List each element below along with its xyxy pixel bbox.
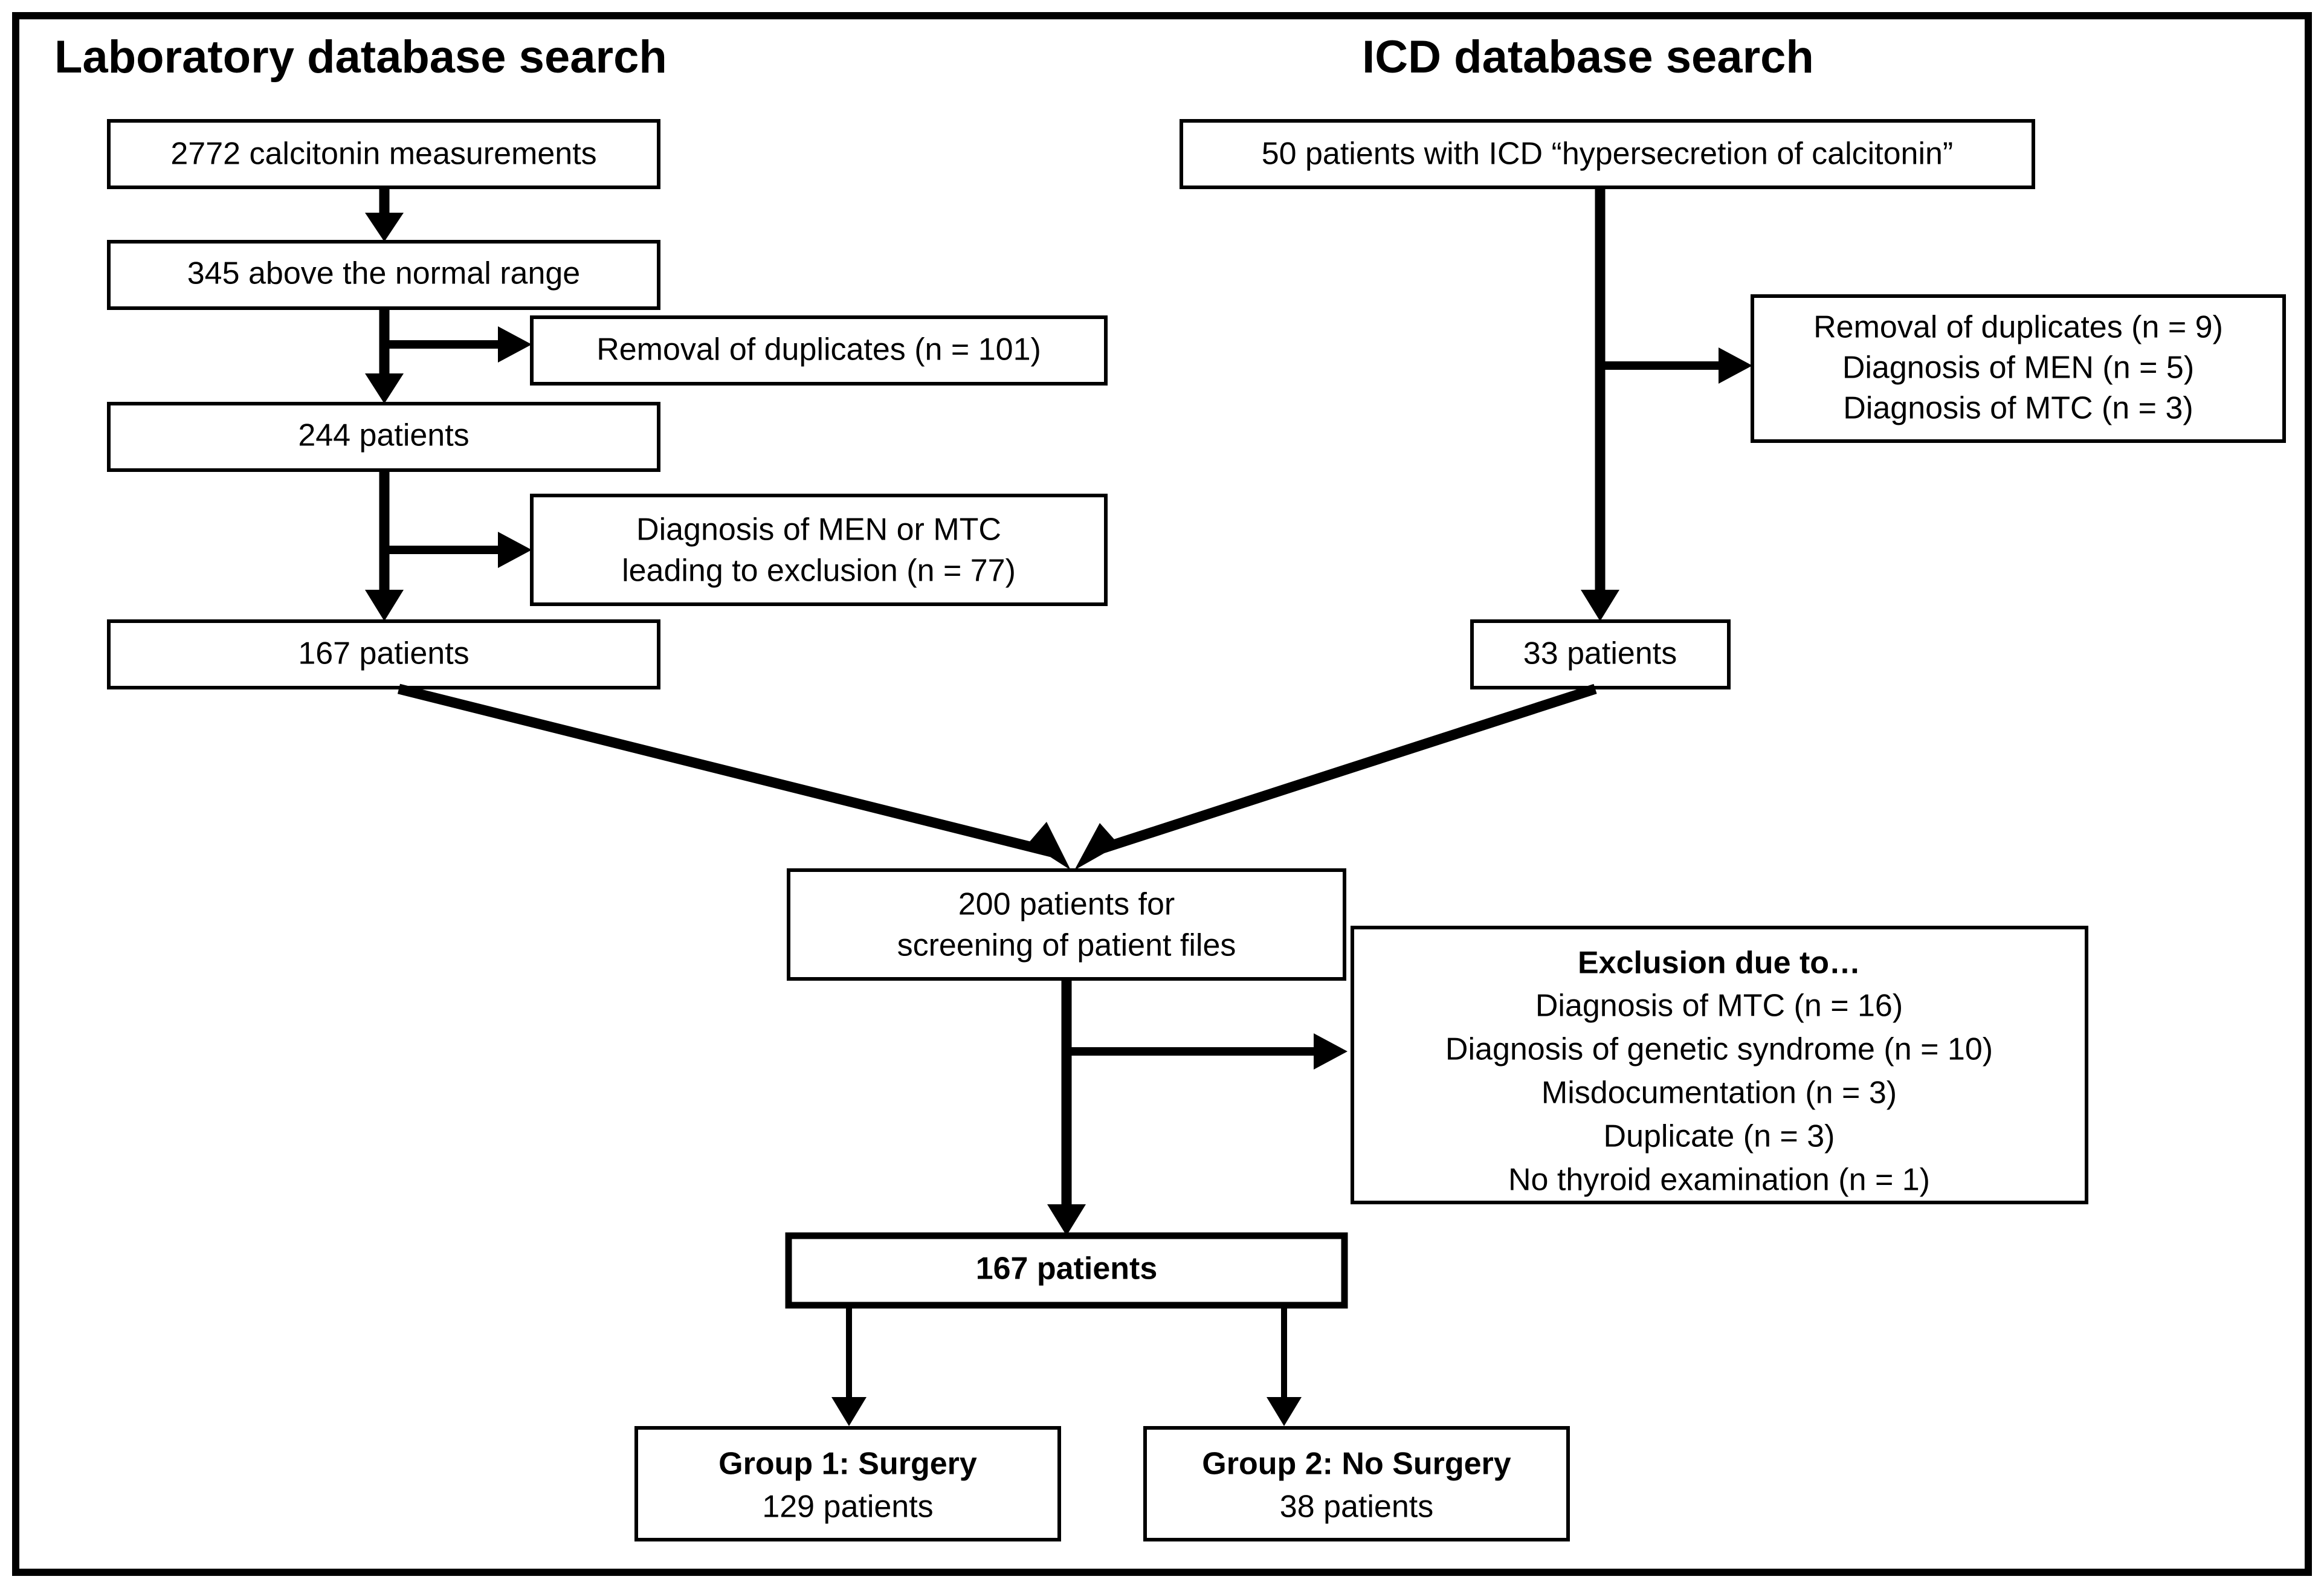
node-lab-244-label: 244 patients	[298, 418, 469, 453]
node-lab-measurements-label: 2772 calcitonin measurements	[170, 137, 596, 172]
node-screening-200-line2: screening of patient files	[897, 928, 1236, 963]
arrowhead-to-icd-exclusions	[1719, 347, 1752, 384]
node-lab-167-box	[107, 619, 660, 689]
heading-laboratory: Laboratory database search	[54, 31, 667, 83]
node-icd-33-label: 33 patients	[1523, 636, 1677, 671]
arrowhead-to-244	[365, 373, 404, 404]
arrowhead-lab167-to-screening	[1028, 822, 1071, 870]
node-lab-above-range-box	[107, 240, 660, 310]
node-lab-excl-men-mtc-line1: Diagnosis of MEN or MTC	[636, 512, 1001, 547]
node-icd-exclusions-box	[1751, 294, 2286, 443]
node-lab-excl-men-mtc-line2: leading to exclusion (n = 77)	[622, 554, 1016, 589]
node-group1-box	[634, 1426, 1061, 1541]
node-lab-excl-men-mtc-box	[530, 494, 1108, 606]
node-group2-line1: Group 2: No Surgery	[1202, 1447, 1511, 1482]
node-lab-above-range-label: 345 above the normal range	[187, 256, 580, 291]
node-group1-line1: Group 1: Surgery	[718, 1447, 977, 1482]
node-exclusion-item-2: Diagnosis of genetic syndrome (n = 10)	[1445, 1032, 1993, 1067]
arrowhead-to-above-range	[365, 213, 404, 242]
heading-icd: ICD database search	[1362, 31, 1814, 83]
node-icd-50-box	[1180, 119, 2035, 189]
node-group2-line2: 38 patients	[1280, 1490, 1433, 1525]
node-icd-exclusions-line1: Removal of duplicates (n = 9)	[1813, 310, 2223, 345]
node-group2-box	[1143, 1426, 1570, 1541]
node-icd-exclusions-line2: Diagnosis of MEN (n = 5)	[1842, 350, 2194, 386]
arrowhead-to-men-mtc	[498, 532, 532, 568]
node-lab-excl-duplicates-box	[530, 315, 1108, 386]
connector-icd33-to-screening	[1093, 683, 1597, 856]
arrowhead-to-duplicates-101	[498, 326, 532, 363]
connector-lab167-to-screening	[397, 683, 1053, 857]
arrowhead-icd33-to-screening	[1074, 823, 1119, 870]
node-icd-33-box	[1470, 619, 1731, 689]
node-lab-167-label: 167 patients	[298, 636, 469, 671]
node-exclusion-item-5: No thyroid examination (n = 1)	[1508, 1163, 1930, 1198]
arrowhead-to-icd-33	[1581, 590, 1619, 621]
arrowhead-to-lab-167	[365, 590, 404, 621]
arrowhead-to-exclusion-list	[1314, 1033, 1348, 1070]
node-exclusion-item-1: Diagnosis of MTC (n = 16)	[1535, 989, 1903, 1024]
node-icd-50-label: 50 patients with ICD “hypersecretion of …	[1262, 137, 1954, 172]
arrowhead-to-final-167	[1047, 1204, 1086, 1236]
node-group1-line2: 129 patients	[762, 1490, 933, 1525]
node-exclusion-item-3: Misdocumentation (n = 3)	[1541, 1076, 1897, 1111]
arrowhead-to-group1	[831, 1397, 867, 1426]
node-exclusion-list-title: Exclusion due to…	[1578, 946, 1861, 981]
node-screening-200-line1: 200 patients for	[958, 887, 1175, 922]
node-lab-excl-duplicates-label: Removal of duplicates (n = 101)	[596, 332, 1041, 367]
node-final-167-box	[785, 1232, 1348, 1309]
node-icd-exclusions-line3: Diagnosis of MTC (n = 3)	[1843, 391, 2193, 426]
node-exclusion-list-box	[1351, 926, 2088, 1204]
figure-border	[12, 12, 2312, 1576]
arrowhead-to-group2	[1267, 1397, 1302, 1426]
node-exclusion-item-4: Duplicate (n = 3)	[1604, 1119, 1835, 1154]
node-screening-200-box	[787, 868, 1346, 981]
node-final-167-label: 167 patients	[976, 1251, 1158, 1286]
